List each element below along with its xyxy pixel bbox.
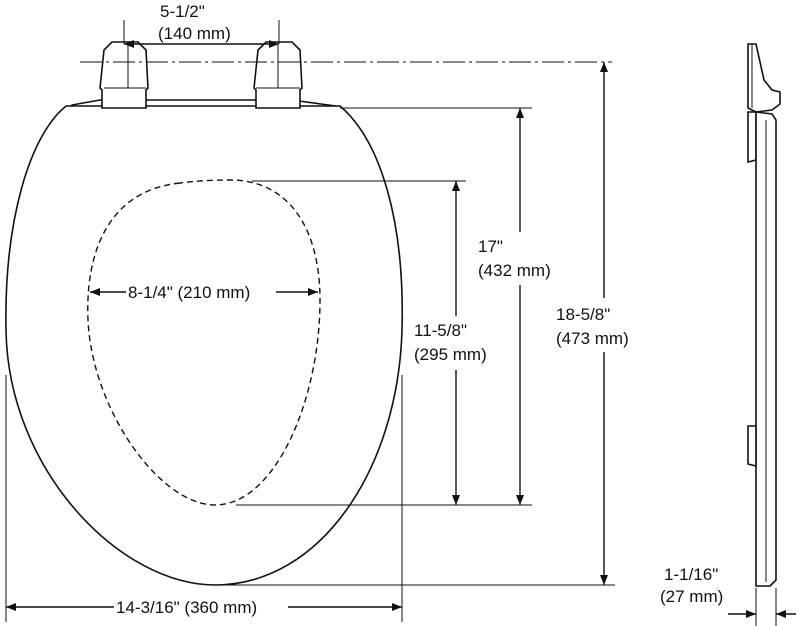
seat-thickness-dimension: 1-1/16" (27 mm) — [660, 565, 796, 626]
opening-length-mm: (295 mm) — [414, 345, 487, 364]
seat-length-dimension: 17" (432 mm) — [236, 107, 551, 506]
hinge-spacing-dimension: 5-1/2" (140 mm) — [123, 2, 280, 48]
overall-length-mm: (473 mm) — [556, 329, 629, 348]
seat-length-inches: 17" — [478, 237, 503, 256]
opening-width-label: 8-1/4" (210 mm) — [128, 283, 250, 302]
seat-length-mm: (432 mm) — [478, 261, 551, 280]
seat-side-view — [747, 43, 781, 587]
opening-width-dimension: 8-1/4" (210 mm) — [90, 283, 318, 302]
seat-opening-outline — [87, 179, 321, 506]
hinge-spacing-mm: (140 mm) — [158, 24, 231, 43]
seat-outline — [5, 105, 404, 586]
hinge-spacing-inches: 5-1/2" — [160, 2, 205, 21]
seat-width-dimension: 14-3/16" (360 mm) — [5, 375, 403, 622]
seat-width-label: 14-3/16" (360 mm) — [116, 598, 257, 617]
opening-length-inches: 11-5/8" — [414, 321, 467, 340]
seat-top-view — [5, 41, 404, 586]
left-hinge-post — [99, 41, 149, 109]
seat-thickness-mm: (27 mm) — [660, 587, 723, 606]
overall-length-inches: 18-5/8" — [556, 305, 610, 324]
seat-thickness-inches: 1-1/16" — [664, 565, 718, 584]
overall-length-dimension: 18-5/8" (473 mm) — [215, 62, 629, 586]
